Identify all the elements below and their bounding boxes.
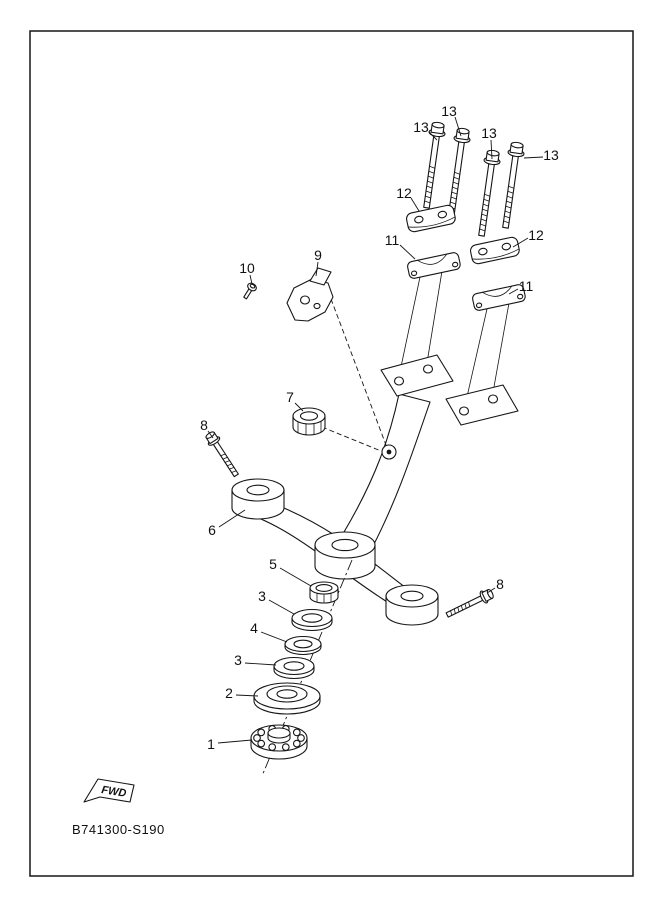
callout-leader-line <box>268 599 295 615</box>
callout-12: 12 <box>528 227 544 243</box>
callout-13: 13 <box>441 103 457 119</box>
steering-lower-bracket <box>231 478 439 626</box>
flange-bolt-13-d <box>497 140 526 230</box>
callout-leader-line <box>428 131 438 141</box>
upper-holder-12-a <box>404 203 457 234</box>
callout-leader-line <box>217 739 253 744</box>
bearing-race-upper-part3 <box>291 608 333 632</box>
washer-part4 <box>284 635 322 656</box>
callout-12: 12 <box>396 185 412 201</box>
hex-bolt-8-left <box>202 429 243 480</box>
callout-4: 4 <box>250 620 258 636</box>
callout-leader-line <box>399 244 416 260</box>
stem-nut-part7 <box>292 407 326 436</box>
callout-leader-line <box>512 237 529 248</box>
callout-leader-line <box>207 430 214 439</box>
callout-leader-line <box>294 402 304 412</box>
callout-leader-line <box>279 567 312 587</box>
lock-washer-part5 <box>309 581 339 604</box>
callout-8: 8 <box>200 417 208 433</box>
upper-holder-12-b <box>468 235 521 266</box>
screw-part10 <box>243 282 257 300</box>
fwd-label: FWD <box>101 784 128 800</box>
diagram-code: B741300-S190 <box>72 822 165 837</box>
callout-13: 13 <box>543 147 559 163</box>
ball-bearing-part1 <box>250 724 308 760</box>
bearing-race-lower-part3 <box>273 656 315 680</box>
callout-leader-line <box>454 116 462 137</box>
callout-leader-line <box>523 156 544 159</box>
callout-leader-line <box>218 509 246 528</box>
callout-leader-line <box>486 587 496 594</box>
steering-stem-column <box>343 393 431 549</box>
callout-3: 3 <box>234 652 242 668</box>
callout-11: 11 <box>519 278 534 294</box>
callout-2: 2 <box>225 685 233 701</box>
callout-3: 3 <box>258 588 266 604</box>
bearing-cover-part2 <box>253 682 321 715</box>
callout-leader-line <box>490 139 493 160</box>
callout-8: 8 <box>496 576 504 592</box>
callout-7: 7 <box>286 389 294 405</box>
callout-leader-line <box>508 288 519 295</box>
lower-holder-11-a <box>406 251 462 280</box>
callout-leader-line <box>315 261 319 277</box>
callout-1: 1 <box>207 736 215 752</box>
guide-bracket-part9 <box>286 267 334 322</box>
callout-13: 13 <box>413 119 429 135</box>
callout-11: 11 <box>385 232 400 248</box>
callout-leader-line <box>260 631 288 643</box>
callout-5: 5 <box>269 556 277 572</box>
callout-10: 10 <box>239 260 255 276</box>
callout-leader-line <box>410 197 420 212</box>
callout-13: 13 <box>481 125 497 141</box>
page-border <box>29 30 634 877</box>
callout-6: 6 <box>208 522 216 538</box>
mount-dashed-lines <box>321 298 387 452</box>
stem-mount-hole <box>381 444 397 460</box>
callout-leader-line <box>244 662 277 666</box>
flange-bolt-13-b <box>443 126 472 216</box>
callout-leader-line <box>249 274 253 285</box>
fwd-indicator: FWD <box>83 778 135 803</box>
callout-leader-line <box>235 694 259 697</box>
handlebar-mount-plates <box>380 354 519 426</box>
callout-9: 9 <box>314 247 322 263</box>
flange-bolt-13-c <box>473 148 502 238</box>
